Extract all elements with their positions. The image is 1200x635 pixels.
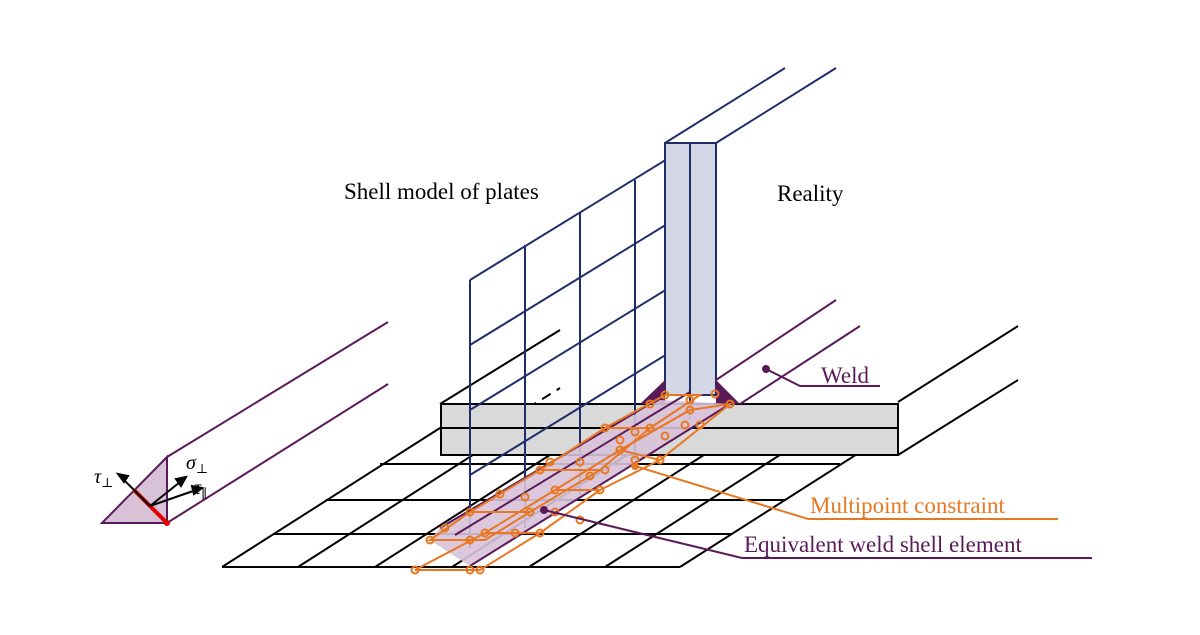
mpc-nodes [410, 389, 735, 575]
weld-stress-detail [99, 321, 389, 526]
multipoint-constraint-mesh [414, 394, 734, 571]
symbol-sigma-perp: σ⊥ [186, 452, 208, 476]
weld-fillets-reality [640, 299, 861, 405]
label-shell-model: Shell model of plates [344, 179, 539, 204]
symbol-tau-parallel: τ∥ [194, 477, 207, 501]
label-equivalent-weld: Equivalent weld shell element [744, 532, 1022, 557]
label-reality: Reality [777, 181, 844, 206]
label-weld: Weld [821, 363, 869, 388]
web-plate-reality [664, 142, 717, 396]
web-shell-mesh [469, 67, 837, 548]
symbol-tau-perp: τ⊥ [94, 466, 113, 490]
label-multipoint-constraint: Multipoint constraint [810, 493, 1005, 518]
leader-lines [540, 365, 1092, 559]
